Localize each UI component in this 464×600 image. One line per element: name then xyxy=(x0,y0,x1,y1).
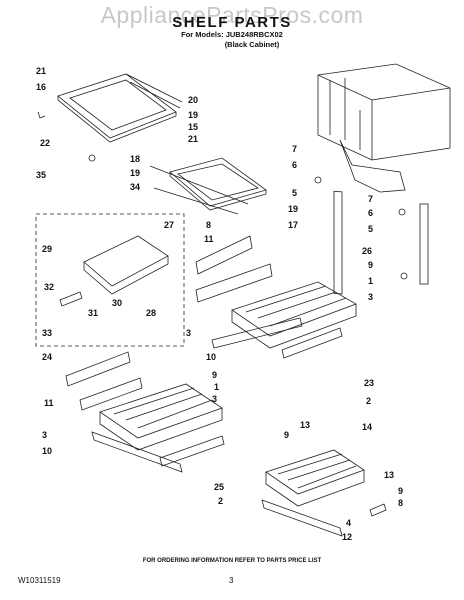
wire-drawer-lower xyxy=(91,383,225,473)
callout-16: 16 xyxy=(36,82,46,92)
callout-23: 23 xyxy=(364,378,374,388)
callout-11: 11 xyxy=(44,398,54,408)
document-number: W10311519 xyxy=(18,576,61,585)
callout-33: 33 xyxy=(42,328,52,338)
callout-25: 25 xyxy=(214,482,224,492)
callout-26: 26 xyxy=(362,246,372,256)
callout-8: 8 xyxy=(206,220,211,230)
callout-21: 21 xyxy=(36,66,46,76)
callout-3: 3 xyxy=(186,328,191,338)
callout-4: 4 xyxy=(346,518,351,528)
glass-shelf-top xyxy=(37,73,183,162)
page-title: SHELF PARTS xyxy=(172,14,292,31)
callout-10: 10 xyxy=(206,352,216,362)
footer-note: FOR ORDERING INFORMATION REFER TO PARTS … xyxy=(142,558,322,564)
callout-13: 13 xyxy=(384,470,394,480)
callout-9: 9 xyxy=(212,370,217,380)
callout-15: 15 xyxy=(188,122,198,132)
callout-12: 12 xyxy=(342,532,352,542)
callout-3: 3 xyxy=(212,394,217,404)
callout-19: 19 xyxy=(288,204,298,214)
callout-1: 1 xyxy=(214,382,219,392)
callout-3: 3 xyxy=(368,292,373,302)
callout-6: 6 xyxy=(368,208,373,218)
callout-17: 17 xyxy=(288,220,298,230)
callout-35: 35 xyxy=(36,170,46,180)
cabinet-line: (Black Cabinet) xyxy=(224,40,280,49)
callout-7: 7 xyxy=(368,194,373,204)
wire-drawer-upper xyxy=(211,281,357,359)
callout-5: 5 xyxy=(292,188,297,198)
callout-5: 5 xyxy=(368,224,373,234)
callout-7: 7 xyxy=(292,144,297,154)
callout-29: 29 xyxy=(42,244,52,254)
drawer-slide-upper xyxy=(195,235,273,303)
callout-2: 2 xyxy=(218,496,223,506)
callout-1: 1 xyxy=(368,276,373,286)
drawer-slide-lower xyxy=(65,351,143,411)
callout-34: 34 xyxy=(130,182,140,192)
callout-6: 6 xyxy=(292,160,297,170)
callout-28: 28 xyxy=(146,308,156,318)
callout-24: 24 xyxy=(42,352,52,362)
callout-14: 14 xyxy=(362,422,372,432)
wire-drawer-small xyxy=(261,449,387,537)
callout-20: 20 xyxy=(188,95,198,105)
callout-9: 9 xyxy=(398,486,403,496)
crisper-cover-group xyxy=(35,213,185,347)
models-line: For Models: JUB248RBCX02 xyxy=(181,30,283,39)
callout-30: 30 xyxy=(112,298,122,308)
glass-shelf-middle xyxy=(149,157,267,215)
callout-3: 3 xyxy=(42,430,47,440)
callout-31: 31 xyxy=(88,308,98,318)
callout-22: 22 xyxy=(40,138,50,148)
callout-18: 18 xyxy=(130,154,140,164)
callout-27: 27 xyxy=(164,220,174,230)
callout-13: 13 xyxy=(300,420,310,430)
callout-9: 9 xyxy=(368,260,373,270)
callout-19: 19 xyxy=(188,110,198,120)
callout-32: 32 xyxy=(44,282,54,292)
callout-8: 8 xyxy=(398,498,403,508)
watermark: AppliancePartsPros.com xyxy=(100,2,364,28)
callout-11: 11 xyxy=(204,234,214,244)
callout-10: 10 xyxy=(42,446,52,456)
crisper-cover xyxy=(59,235,169,307)
callout-19: 19 xyxy=(130,168,140,178)
cabinet-outline xyxy=(317,63,451,193)
callout-9: 9 xyxy=(284,430,289,440)
page-number: 3 xyxy=(229,576,234,585)
callout-21: 21 xyxy=(188,134,198,144)
callout-2: 2 xyxy=(366,396,371,406)
